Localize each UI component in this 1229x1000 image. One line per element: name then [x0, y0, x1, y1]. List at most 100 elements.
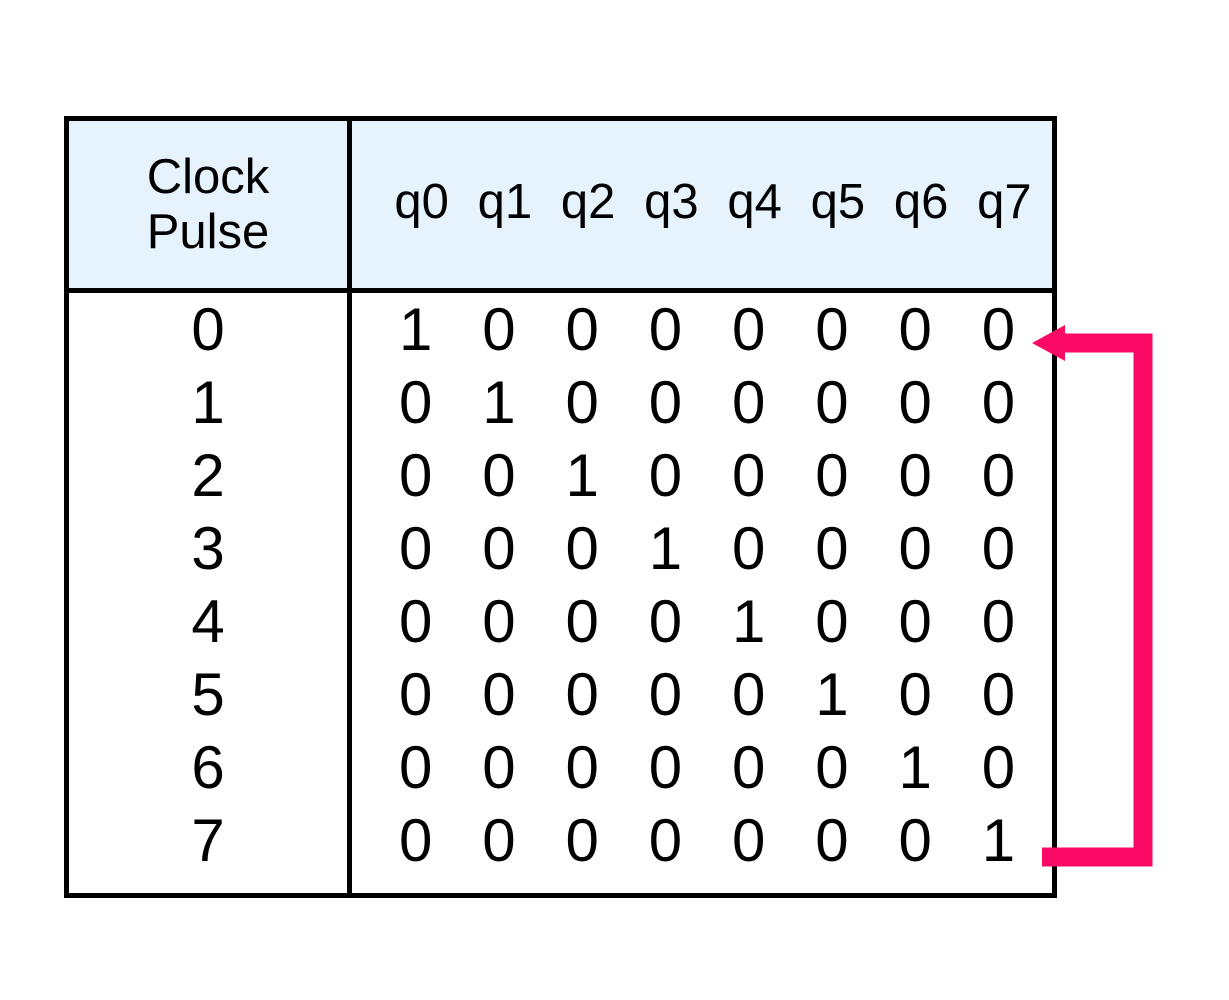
- header-bit-q1: q1: [477, 174, 533, 229]
- bit-q3: 0: [648, 369, 683, 436]
- bit-q5: 0: [815, 515, 849, 582]
- header-bit-q3: q3: [644, 174, 699, 229]
- bit-q1: 0: [482, 588, 516, 655]
- cell-state-bits: 0 0 0 0 0 0 1 0: [352, 731, 1052, 804]
- bit-q4: 0: [731, 734, 766, 801]
- bit-q4: 0: [731, 661, 766, 728]
- bit-q4: 0: [731, 296, 766, 363]
- bit-q2: 0: [565, 369, 599, 436]
- bit-q6: 0: [898, 515, 932, 582]
- table-row: 1 0 1 0 0 0 0 0 0: [69, 366, 1052, 439]
- table-row: 0 1 0 0 0 0 0 0 0: [69, 293, 1052, 366]
- bit-q7: 0: [981, 734, 1016, 801]
- cell-clock-pulse: 4: [191, 588, 225, 655]
- bit-q0: 0: [398, 588, 433, 655]
- bit-q1: 1: [482, 369, 516, 436]
- table-row: 3 0 0 0 1 0 0 0 0: [69, 512, 1052, 585]
- table-header-band: [69, 121, 1052, 288]
- bit-q6: 0: [898, 588, 932, 655]
- cell-clock-pulse: 1: [191, 369, 225, 436]
- bit-q5: 0: [815, 588, 849, 655]
- bit-q2: 0: [565, 807, 599, 874]
- header-clock-line1: Clock: [146, 149, 270, 204]
- state-bit-grid: 0 0 0 0 0 0 1 0: [374, 733, 1040, 802]
- bit-q2: 0: [565, 296, 599, 363]
- bit-q0: 0: [398, 734, 433, 801]
- bit-q1: 0: [482, 515, 516, 582]
- bit-q5: 0: [815, 296, 849, 363]
- cell-state-bits: 0 1 0 0 0 0 0 0: [352, 366, 1052, 439]
- state-bit-grid: 0 0 0 1 0 0 0 0: [374, 514, 1040, 583]
- bit-q3: 1: [648, 515, 683, 582]
- state-bit-grid: 0 1 0 0 0 0 0 0: [374, 368, 1040, 437]
- bit-q2: 0: [565, 661, 599, 728]
- bit-q4: 0: [731, 369, 766, 436]
- bit-q1: 0: [482, 661, 516, 728]
- bit-q3: 0: [648, 296, 683, 363]
- state-bit-grid: 0 0 0 0 1 0 0 0: [374, 587, 1040, 656]
- cell-clock-pulse: 3: [191, 515, 225, 582]
- bit-q1: 0: [482, 442, 516, 509]
- cell-clock-pulse: 2: [191, 442, 225, 509]
- bit-q0: 0: [398, 515, 433, 582]
- header-separator-rule: [69, 288, 1052, 293]
- cell-state-bits: 0 0 0 1 0 0 0 0: [352, 512, 1052, 585]
- bit-q5: 0: [815, 442, 849, 509]
- wrap-around-arrow-icon: [1042, 333, 1153, 867]
- bit-q6: 1: [898, 734, 932, 801]
- bit-q0: 0: [398, 442, 433, 509]
- bit-q0: 1: [398, 296, 433, 363]
- bit-q1: 0: [482, 807, 516, 874]
- bit-q3: 0: [648, 807, 683, 874]
- cell-clock-pulse: 0: [191, 296, 225, 363]
- bit-q5: 0: [815, 734, 849, 801]
- bit-q4: 0: [731, 442, 766, 509]
- header-bit-q7: q7: [977, 174, 1032, 229]
- cell-clock-pulse: 6: [191, 734, 225, 801]
- bit-q0: 0: [398, 661, 433, 728]
- cell-clock-pulse: 7: [191, 807, 225, 874]
- table-inner: Clock Pulse q0 q1 q2 q3 q4 q5 q6 q7: [69, 121, 1052, 893]
- table-row: 2 0 0 1 0 0 0 0 0: [69, 439, 1052, 512]
- bit-q2: 0: [565, 515, 599, 582]
- table-row: 7 0 0 0 0 0 0 0 1: [69, 804, 1052, 877]
- cell-state-bits: 1 0 0 0 0 0 0 0: [352, 293, 1052, 366]
- bit-q0: 0: [398, 369, 433, 436]
- bit-q6: 0: [898, 807, 932, 874]
- bit-q3: 0: [648, 734, 683, 801]
- bit-q7: 0: [981, 588, 1016, 655]
- state-bit-grid: 0 0 0 0 0 0 0 1: [374, 806, 1040, 875]
- bit-q3: 0: [648, 442, 683, 509]
- header-bit-q6: q6: [893, 174, 949, 229]
- bit-q5: 0: [815, 807, 849, 874]
- bit-q4: 0: [731, 515, 766, 582]
- header-cell-state-bits: q0 q1 q2 q3 q4 q5 q6 q7: [352, 121, 1052, 288]
- bit-q0: 0: [398, 807, 433, 874]
- header-cell-clock-pulse: Clock Pulse: [69, 121, 347, 288]
- state-bit-grid: 0 0 0 0 0 1 0 0: [374, 660, 1040, 729]
- bit-q3: 0: [648, 588, 683, 655]
- bit-q5: 1: [815, 661, 849, 728]
- column-divider: [347, 121, 352, 893]
- bit-q4: 1: [731, 588, 766, 655]
- bit-q7: 0: [981, 515, 1016, 582]
- header-bit-q4: q4: [727, 174, 782, 229]
- state-bit-grid: 0 0 1 0 0 0 0 0: [374, 441, 1040, 510]
- bit-q7: 1: [981, 807, 1016, 874]
- header-state-bit-grid: q0 q1 q2 q3 q4 q5 q6 q7: [380, 174, 1046, 230]
- table-row: 4 0 0 0 0 1 0 0 0: [69, 585, 1052, 658]
- bit-q2: 0: [565, 734, 599, 801]
- bit-q5: 0: [815, 369, 849, 436]
- cell-state-bits: 0 0 0 0 0 1 0 0: [352, 658, 1052, 731]
- table-row: 6 0 0 0 0 0 0 1 0: [69, 731, 1052, 804]
- bit-q6: 0: [898, 369, 932, 436]
- header-bit-q0: q0: [394, 174, 449, 229]
- state-bit-grid: 1 0 0 0 0 0 0 0: [374, 295, 1040, 364]
- bit-q6: 0: [898, 442, 932, 509]
- bit-q7: 0: [981, 296, 1016, 363]
- ring-counter-state-table: Clock Pulse q0 q1 q2 q3 q4 q5 q6 q7: [64, 116, 1057, 898]
- bit-q1: 0: [482, 734, 516, 801]
- bit-q7: 0: [981, 661, 1016, 728]
- cell-clock-pulse: 5: [191, 661, 225, 728]
